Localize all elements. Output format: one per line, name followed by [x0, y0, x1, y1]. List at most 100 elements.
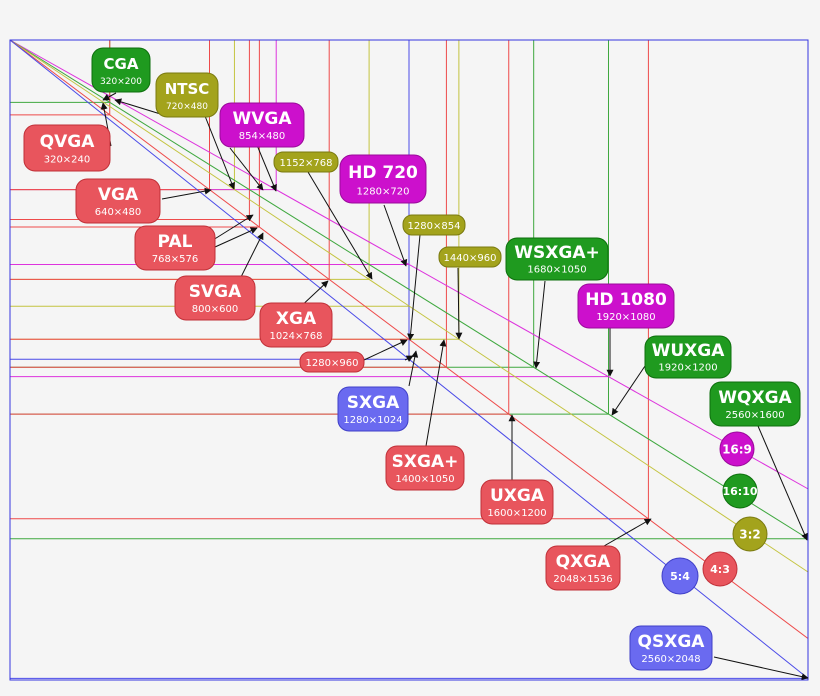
badge-background — [299, 351, 365, 373]
badge-background — [505, 237, 609, 281]
badge-r1440: 1440×960 — [438, 246, 502, 268]
badge-vga: VGA 640×480 — [75, 178, 161, 224]
resolution-name: WVGA — [232, 109, 292, 129]
badge-background — [337, 386, 409, 432]
badge-background — [91, 47, 151, 93]
resolution-name: WUXGA — [652, 341, 726, 361]
arrow — [757, 425, 808, 541]
resolution-size: 320×200 — [100, 77, 142, 87]
arrows — [100, 92, 809, 681]
resolution-size: 800×600 — [192, 304, 239, 315]
resolution-size: 1280×854 — [408, 221, 461, 232]
badge-background — [402, 214, 466, 236]
badge-background — [134, 225, 216, 271]
resolution-size: 1440×960 — [444, 253, 497, 264]
resolution-size: 1280×720 — [357, 186, 410, 197]
badge-r1280x960: 1280×960 — [299, 351, 365, 373]
ratio-circle — [722, 473, 758, 509]
ratio-label: 5:4 — [670, 570, 690, 583]
badge-background — [259, 302, 333, 348]
badge-wsxga: WSXGA+1680×1050 — [505, 237, 609, 281]
resolution-size: 2560×2048 — [641, 654, 700, 665]
resolution-size: 1920×1080 — [596, 312, 655, 323]
resolution-name: QXGA — [556, 552, 612, 572]
arrow — [533, 280, 546, 369]
arrow — [408, 350, 419, 387]
resolution-size: 1280×960 — [306, 358, 359, 369]
resolution-size: 1680×1050 — [527, 264, 586, 275]
badge-sxgap: SXGA+ 1400×1050 — [385, 445, 465, 491]
badge-background — [339, 154, 427, 204]
badge-qsxga: QSXGA 2560×2048 — [629, 625, 713, 671]
badge-sxga: SXGA 1280×1024 — [337, 386, 409, 432]
ratio-r169: 16:9 — [719, 431, 755, 467]
ratio-r1610: 16:10 — [722, 473, 758, 509]
badge-svga: SVGA 800×600 — [174, 275, 256, 321]
ratio-circle — [702, 551, 738, 587]
resolution-size: 2048×1536 — [553, 574, 612, 585]
resolution-size: 1920×1200 — [658, 362, 717, 373]
badge-background — [545, 545, 621, 591]
resolution-size: 1600×1200 — [487, 508, 546, 519]
badge-cga: CGA 320×200 — [91, 47, 151, 93]
aspect-ratio-badges: 16:9 16:10 3:2 4:3 5:4 — [661, 431, 768, 595]
arrow — [363, 339, 408, 361]
resolution-size: 1400×1050 — [395, 474, 454, 485]
resolution-name: SVGA — [189, 282, 242, 302]
arrow — [214, 227, 258, 248]
badge-wvga: WVGA 854×480 — [219, 102, 305, 148]
badge-background — [438, 246, 502, 268]
resolution-name: QVGA — [40, 132, 96, 152]
badge-background — [174, 275, 256, 321]
diagonal-green — [9, 39, 809, 540]
resolution-size: 854×480 — [239, 131, 286, 142]
resolution-name: HD 720 — [348, 163, 418, 183]
resolution-size: 720×480 — [166, 102, 208, 112]
resolution-size: 1280×1024 — [343, 415, 402, 426]
ratio-label: 3:2 — [739, 527, 761, 541]
ratio-r54: 5:4 — [661, 557, 699, 595]
ratio-label: 16:9 — [722, 442, 752, 456]
arrow — [713, 656, 809, 681]
badge-wqxga: WQXGA 2560×1600 — [709, 381, 801, 427]
badge-background — [219, 102, 305, 148]
ratio-label: 4:3 — [710, 563, 730, 576]
resolution-name: UXGA — [490, 486, 545, 506]
outer-frame — [9, 39, 809, 681]
resolution-name: WSXGA+ — [514, 243, 599, 263]
resolution-name: WQXGA — [718, 388, 792, 408]
arrow — [307, 171, 373, 280]
resolution-name: VGA — [98, 185, 139, 205]
arrow — [407, 234, 421, 341]
diagonal-olive — [9, 39, 809, 573]
diagonal-magenta — [9, 39, 809, 490]
arrow — [383, 204, 408, 267]
resolution-name: CGA — [104, 55, 139, 73]
arrow — [204, 115, 235, 190]
ratio-r32: 3:2 — [732, 516, 768, 552]
resolution-name: XGA — [276, 309, 317, 329]
resolution-size: 1024×768 — [270, 331, 323, 342]
arrow — [212, 214, 254, 241]
resolution-name: SXGA+ — [392, 452, 459, 472]
ratio-r43: 4:3 — [702, 551, 738, 587]
resolution-size: 640×480 — [95, 207, 142, 218]
resolution-name: SXGA — [347, 393, 400, 413]
resolution-size: 2560×1600 — [725, 410, 784, 421]
ratio-circle — [719, 431, 755, 467]
badge-background — [273, 151, 339, 173]
resolution-name: QSXGA — [638, 632, 706, 652]
badge-qxga: QXGA 2048×1536 — [545, 545, 621, 591]
badge-background — [23, 124, 111, 172]
ratio-circle — [661, 557, 699, 595]
resolution-name: HD 1080 — [585, 290, 667, 310]
resolution-size: 768×576 — [152, 254, 199, 265]
badge-xga: XGA 1024×768 — [259, 302, 333, 348]
badge-hd720: HD 720 1280×720 — [339, 154, 427, 204]
arrow — [455, 267, 463, 340]
